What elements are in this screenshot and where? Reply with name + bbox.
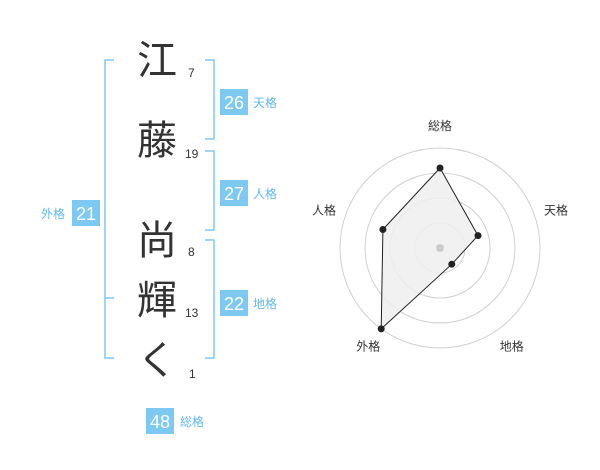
soukaku-label: 総格 (180, 414, 204, 429)
gaikaku-value: 21 (76, 204, 96, 224)
tenkaku-value: 26 (224, 93, 244, 113)
chikaku-bracket (205, 239, 215, 359)
stroke-count-3: 8 (188, 245, 195, 259)
tenkaku-label: 天格 (253, 95, 277, 110)
gaikaku-bracket (104, 59, 114, 359)
name-char-2: 藤 (137, 118, 177, 164)
radar-point-1 (436, 164, 444, 172)
stroke-count-2: 19 (185, 147, 199, 161)
name-char-5: く (137, 338, 177, 384)
soukaku-value: 48 (150, 412, 170, 432)
chikaku-value: 22 (224, 294, 244, 314)
radar-axis-label-1: 総格 (428, 118, 452, 133)
jinkaku-label: 人格 (253, 186, 277, 201)
name-char-4: 輝 (137, 278, 177, 324)
tenkaku-box (220, 89, 248, 115)
radar-point-5 (379, 226, 387, 233)
radar-axis-label-4: 外格 (356, 339, 380, 354)
tenkaku-bracket (205, 59, 215, 140)
radar-series-area (380, 167, 479, 331)
gaikaku-box (72, 200, 100, 226)
chikaku-label: 地格 (253, 296, 277, 311)
jinkaku-value: 27 (224, 184, 244, 204)
radar-point-2 (474, 232, 482, 240)
chikaku-box (220, 290, 248, 316)
radar-axis-label-5: 人格 (312, 202, 336, 217)
radar-grid-ring-4 (339, 147, 541, 349)
name-char-1: 江 (137, 38, 177, 84)
stroke-count-4: 13 (185, 306, 199, 320)
soukaku-box (146, 408, 174, 434)
radar-axis-label-3: 地格 (500, 339, 524, 354)
name-char-3: 尚 (137, 218, 177, 264)
radar-point-4 (377, 325, 385, 333)
radar-center-dot (436, 244, 444, 252)
gaikaku-label: 外格 (41, 206, 65, 221)
stroke-count-5: 1 (189, 367, 196, 381)
radar-point-3 (448, 260, 456, 268)
stroke-count-1: 7 (188, 66, 195, 80)
radar-axis-label-2: 天格 (544, 202, 568, 217)
jinkaku-box (220, 180, 248, 206)
jinkaku-bracket (205, 150, 215, 231)
